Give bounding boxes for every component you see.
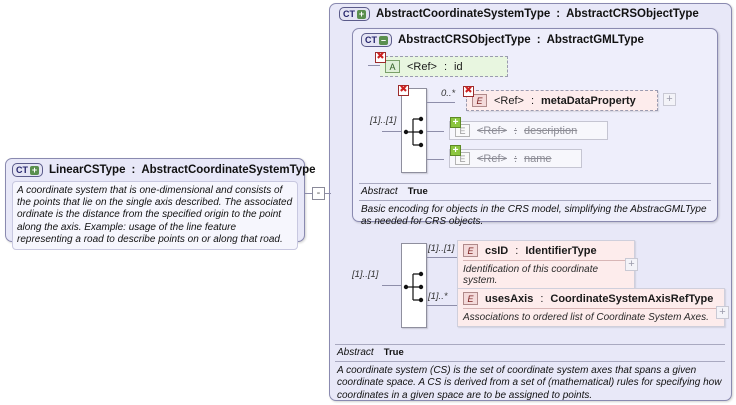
- outer-box-title: CT+ AbstractCoordinateSystemType : Abstr…: [339, 7, 699, 21]
- outer-sequence-cardinality: [1]..[1]: [352, 269, 379, 280]
- attribute-name: id: [454, 60, 463, 73]
- element-badge-label: E: [459, 125, 466, 136]
- element-separator: :: [540, 292, 544, 305]
- element-icon: E: [472, 94, 487, 107]
- minus-icon: –: [379, 34, 388, 45]
- attribute-prohibited-icon: ✖: [375, 51, 386, 63]
- element-badge-label: E: [467, 245, 474, 256]
- linearcstype-documentation: A coordinate system that is one-dimensio…: [12, 181, 298, 251]
- description-add-icon[interactable]: +: [450, 117, 461, 128]
- complex-type-plus-icon[interactable]: CT+: [339, 7, 370, 21]
- element-row-name[interactable]: E <Ref> : name: [449, 149, 582, 168]
- complex-type-plus-icon[interactable]: CT+: [12, 163, 43, 177]
- inner-separator: :: [536, 34, 541, 46]
- element-separator: :: [530, 94, 535, 107]
- linearcstype-box: CT+ LinearCSType : AbstractCoordinateSys…: [5, 158, 316, 251]
- inner-sequence-cardinality: [1]..[1]: [370, 115, 397, 126]
- left-separator: :: [131, 164, 136, 176]
- left-connector-line: [305, 193, 315, 194]
- left-base-type: AbstractCoordinateSystemType: [141, 164, 316, 176]
- inner-abstract-label: Abstract: [361, 186, 398, 197]
- element-row-metadataproperty[interactable]: E <Ref> : metaDataProperty: [466, 90, 658, 111]
- inner-documentation: Basic encoding for objects in the CRS mo…: [361, 204, 707, 228]
- outer-sequence-compositor[interactable]: [401, 243, 427, 328]
- ct-label: CT: [343, 8, 355, 19]
- element-separator: :: [515, 244, 519, 257]
- outer-abstract-label: Abstract: [337, 347, 374, 358]
- plus-icon: +: [357, 8, 366, 19]
- element-row-csid[interactable]: E csID : IdentifierType Identification o…: [457, 240, 635, 290]
- outer-separator: :: [556, 8, 561, 20]
- metadataproperty-cardinality: 0..*: [441, 88, 456, 99]
- element-name-metadataproperty: metaDataProperty: [541, 94, 636, 107]
- attribute-connector-line: [368, 65, 382, 66]
- element-separator: :: [513, 152, 518, 165]
- element-ref-label: <Ref>: [477, 152, 507, 165]
- element-row-description[interactable]: E <Ref> : description: [449, 121, 608, 140]
- ct-label: CT: [16, 164, 28, 175]
- element-badge-label: E: [467, 293, 474, 304]
- inner-type-name: AbstractCRSObjectType: [398, 34, 531, 46]
- attribute-separator: :: [443, 60, 448, 73]
- outer-base-type: AbstractCRSObjectType: [566, 8, 699, 20]
- element-badge-label: E: [476, 95, 483, 106]
- outer-branch-line-2: [427, 305, 457, 306]
- complex-type-minus-icon[interactable]: CT–: [361, 33, 392, 47]
- outer-documentation: A coordinate system (CS) is the set of c…: [337, 365, 722, 401]
- element-ref-label: <Ref>: [494, 94, 524, 107]
- inner-base-type: AbstractGMLType: [546, 34, 644, 46]
- csid-expand-button[interactable]: +: [625, 258, 638, 271]
- left-connector-line-2: [325, 193, 331, 194]
- inner-branch-line-2: [427, 131, 444, 132]
- element-badge-label: E: [459, 153, 466, 164]
- left-collapse-button[interactable]: -: [312, 187, 325, 200]
- outer-footer: Abstract True A coordinate system (CS) i…: [335, 344, 725, 402]
- attribute-icon: A: [385, 60, 400, 73]
- inner-sequence-prohibited-icon: ✖: [398, 84, 409, 96]
- element-name-name: name: [524, 152, 552, 165]
- element-icon: E: [463, 244, 478, 257]
- metadataproperty-prohibited-icon: ✖: [463, 85, 474, 97]
- inner-box-title: CT– AbstractCRSObjectType : AbstractGMLT…: [361, 33, 644, 47]
- outer-branch-line-1: [427, 257, 457, 258]
- outer-abstract-value: True: [383, 347, 404, 358]
- inner-abstract-value: True: [407, 186, 428, 197]
- inner-branch-line-1: [427, 102, 455, 103]
- metadataproperty-expand-button[interactable]: +: [663, 93, 676, 106]
- element-icon: E: [463, 292, 478, 305]
- outer-type-name: AbstractCoordinateSystemType: [376, 8, 551, 20]
- usesaxis-documentation: Associations to ordered list of Coordina…: [463, 308, 716, 323]
- sequence-icon: [403, 116, 424, 148]
- attribute-row-id[interactable]: A <Ref> : id: [380, 56, 508, 77]
- element-separator: :: [513, 124, 518, 137]
- attribute-ref-label: <Ref>: [407, 60, 437, 73]
- element-type-usesaxis: CoordinateSystemAxisRefType: [550, 292, 714, 305]
- usesaxis-expand-button[interactable]: +: [716, 306, 729, 319]
- ct-label: CT: [365, 34, 377, 45]
- element-name-description: description: [524, 124, 578, 137]
- element-name-csid: csID: [485, 244, 509, 257]
- name-add-icon[interactable]: +: [450, 145, 461, 156]
- inner-sequence-compositor[interactable]: [401, 88, 427, 173]
- csid-cardinality: [1]..[1]: [428, 243, 455, 254]
- element-name-usesaxis: usesAxis: [485, 292, 534, 305]
- inner-sequence-input-line: [382, 131, 402, 132]
- left-box-title: CT+ LinearCSType : AbstractCoordinateSys…: [12, 163, 316, 177]
- left-type-name: LinearCSType: [49, 164, 126, 176]
- plus-icon: +: [30, 164, 39, 175]
- sequence-icon: [403, 271, 424, 303]
- outer-sequence-input-line: [382, 285, 402, 286]
- csid-documentation: Identification of this coordinate system…: [463, 260, 626, 286]
- attribute-badge-label: A: [389, 61, 396, 72]
- element-type-csid: IdentifierType: [525, 244, 597, 257]
- element-row-usesaxis[interactable]: E usesAxis : CoordinateSystemAxisRefType…: [457, 288, 725, 327]
- inner-footer: Abstract True Basic encoding for objects…: [359, 183, 711, 229]
- inner-branch-line-3: [427, 159, 444, 160]
- element-ref-label: <Ref>: [477, 124, 507, 137]
- usesaxis-cardinality: [1]..*: [428, 291, 448, 302]
